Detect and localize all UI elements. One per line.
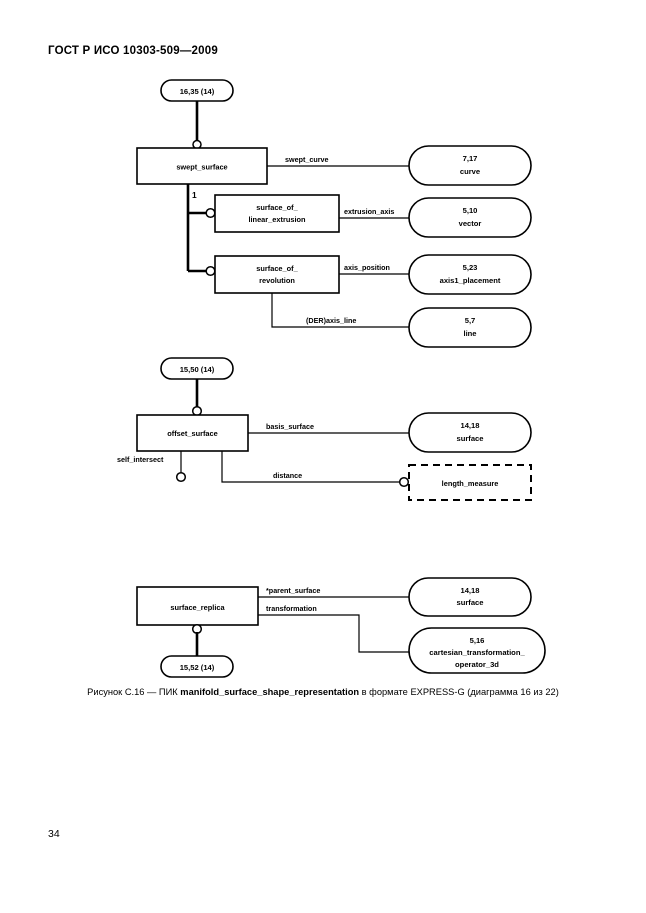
caption-prefix: Рисунок С.16 — ПИК (87, 687, 181, 697)
page-ref-5-23-num: 5,23 (463, 263, 478, 272)
connector-dot-revolution (205, 265, 216, 277)
page-ref-7-17-curve-shape (408, 145, 532, 186)
page-ref-5-7-num: 5,7 (465, 316, 476, 325)
page-ref-14-18-surface-shape (408, 412, 532, 453)
attr-label-parent-surface: *parent_surface (266, 586, 320, 595)
connector-dot-self-intersect (175, 471, 187, 483)
attr-label-swept-curve: swept_curve (285, 155, 329, 164)
page-ref-5-16-name2: operator_3d (455, 660, 499, 669)
attr-label-basis-surface: basis_surface (266, 422, 314, 431)
entity-label-sol-line2: linear_extrusion (248, 215, 306, 224)
connector-dot-linear-extrusion (205, 207, 216, 219)
page-ref-7-17-name: curve (460, 167, 480, 176)
attr-label-self-intersect: self_intersect (117, 455, 164, 464)
page-ref-16-35-label: 16,35 (14) (180, 87, 215, 96)
entity-label-offset-surface: offset_surface (167, 429, 218, 438)
page-ref-14-18-num-2: 14,18 (460, 586, 479, 595)
attr-label-transformation: transformation (266, 604, 317, 613)
entity-label-sor-line1: surface_of_ (256, 264, 298, 273)
attr-label-distance: distance (273, 471, 302, 480)
page-ref-5-10-name: vector (459, 219, 482, 228)
page-ref-15-52-shape (160, 655, 234, 678)
entity-label-sor-line2: revolution (259, 276, 295, 285)
page-number: 34 (48, 828, 60, 840)
page-ref-5-16-name1: cartesian_transformation_ (429, 648, 525, 657)
entity-label-sol-line1: surface_of_ (256, 203, 298, 212)
page-ref-15-50-label: 15,50 (14) (180, 365, 215, 374)
caption-schema-name: manifold_surface_shape_representation (180, 687, 360, 697)
select-label-length-measure: length_measure (442, 479, 499, 488)
page-ref-7-17-num: 7,17 (463, 154, 478, 163)
caption-suffix: в формате EXPRESS-G (диаграмма 16 из 22) (359, 687, 559, 697)
figure-caption: Рисунок С.16 — ПИК manifold_surface_shap… (0, 686, 646, 699)
page-ref-15-52-label: 15,52 (14) (180, 663, 215, 672)
express-g-figure: 16,35 (14) swept_surface swept_curve 7,1… (0, 70, 646, 680)
relation-transformation (258, 614, 409, 653)
page-ref-5-10-vector-shape (408, 197, 532, 238)
connector-dot-distance (398, 476, 410, 488)
attr-label-axis-position: axis_position (344, 263, 390, 272)
entity-box-surface-of-linear-extrusion (214, 194, 340, 233)
page-ref-5-10-num: 5,10 (463, 206, 478, 215)
attr-label-extrusion-axis: extrusion_axis (344, 207, 394, 216)
page-ref-14-18-surface2-shape (408, 577, 532, 617)
entity-label-swept-surface: swept_surface (176, 163, 227, 172)
page-ref-5-23-name: axis1_placement (440, 276, 501, 285)
page-ref-5-23-axis1-shape (408, 254, 532, 295)
connector-dot-offset-top (191, 405, 203, 417)
page-ref-5-7-name: line (463, 329, 476, 338)
relation-distance (221, 451, 404, 483)
entity-box-surface-of-revolution (214, 255, 340, 294)
page-ref-5-16-num: 5,16 (470, 636, 485, 645)
page-ref-14-18-name-2: surface (456, 598, 483, 607)
relation-der-axis-line (271, 293, 409, 328)
express-g-svg: 16,35 (14) swept_surface swept_curve 7,1… (117, 79, 546, 678)
page-ref-14-18-num: 14,18 (460, 421, 479, 430)
page-ref-5-16-ctop-shape (408, 627, 546, 674)
entity-label-surface-replica: surface_replica (170, 603, 225, 612)
cardinality-label-one: 1 (192, 190, 197, 200)
select-box-length-measure (408, 464, 532, 501)
entity-box-swept-surface (136, 147, 268, 185)
document-header: ГОСТ Р ИСО 10303-509—2009 (48, 45, 218, 57)
attr-label-der-axis-line: (DER)axis_line (306, 316, 356, 325)
entity-box-offset-surface (136, 414, 249, 452)
page-ref-5-7-line-shape (408, 307, 532, 348)
page-ref-14-18-name: surface (456, 434, 483, 443)
